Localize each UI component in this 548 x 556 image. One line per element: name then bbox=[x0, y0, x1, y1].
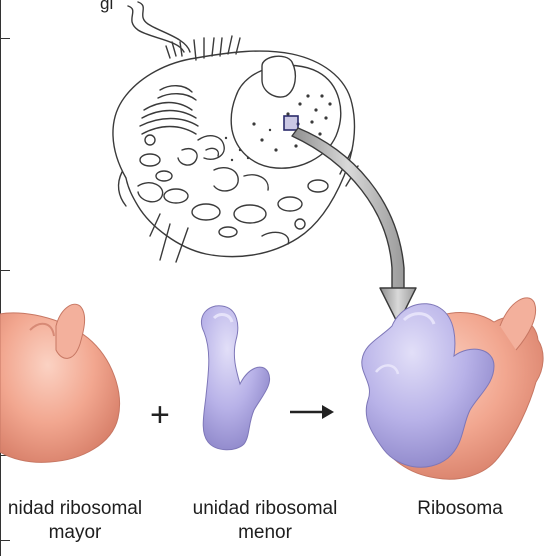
right-arrow-sign bbox=[290, 405, 334, 419]
ribosome-label-text: Ribosoma bbox=[417, 498, 503, 519]
small-subunit-label: unidad ribosomal menor bbox=[175, 497, 355, 545]
large-subunit-label-line1: nidad ribosomal bbox=[8, 498, 142, 519]
flagellum bbox=[138, 2, 190, 52]
ribosome-label: Ribosoma bbox=[390, 497, 530, 521]
nucleolus bbox=[262, 56, 295, 97]
small-subunit-label-line1: unidad ribosomal bbox=[193, 498, 338, 519]
small-subunit-label-line2: menor bbox=[238, 522, 292, 543]
zoom-box bbox=[284, 116, 298, 130]
ribosome-shape bbox=[362, 298, 543, 479]
large-subunit-label: nidad ribosomal mayor bbox=[0, 497, 150, 545]
golgi bbox=[144, 103, 192, 111]
large-subunit-label-line2: mayor bbox=[0, 521, 150, 545]
cell-illustration bbox=[113, 2, 358, 262]
small-subunit-shape bbox=[201, 306, 269, 450]
large-subunit-shape bbox=[0, 304, 120, 462]
plus-sign: + bbox=[150, 396, 170, 434]
endoplasmic-reticulum bbox=[198, 136, 224, 160]
zoom-arrow bbox=[292, 128, 416, 324]
